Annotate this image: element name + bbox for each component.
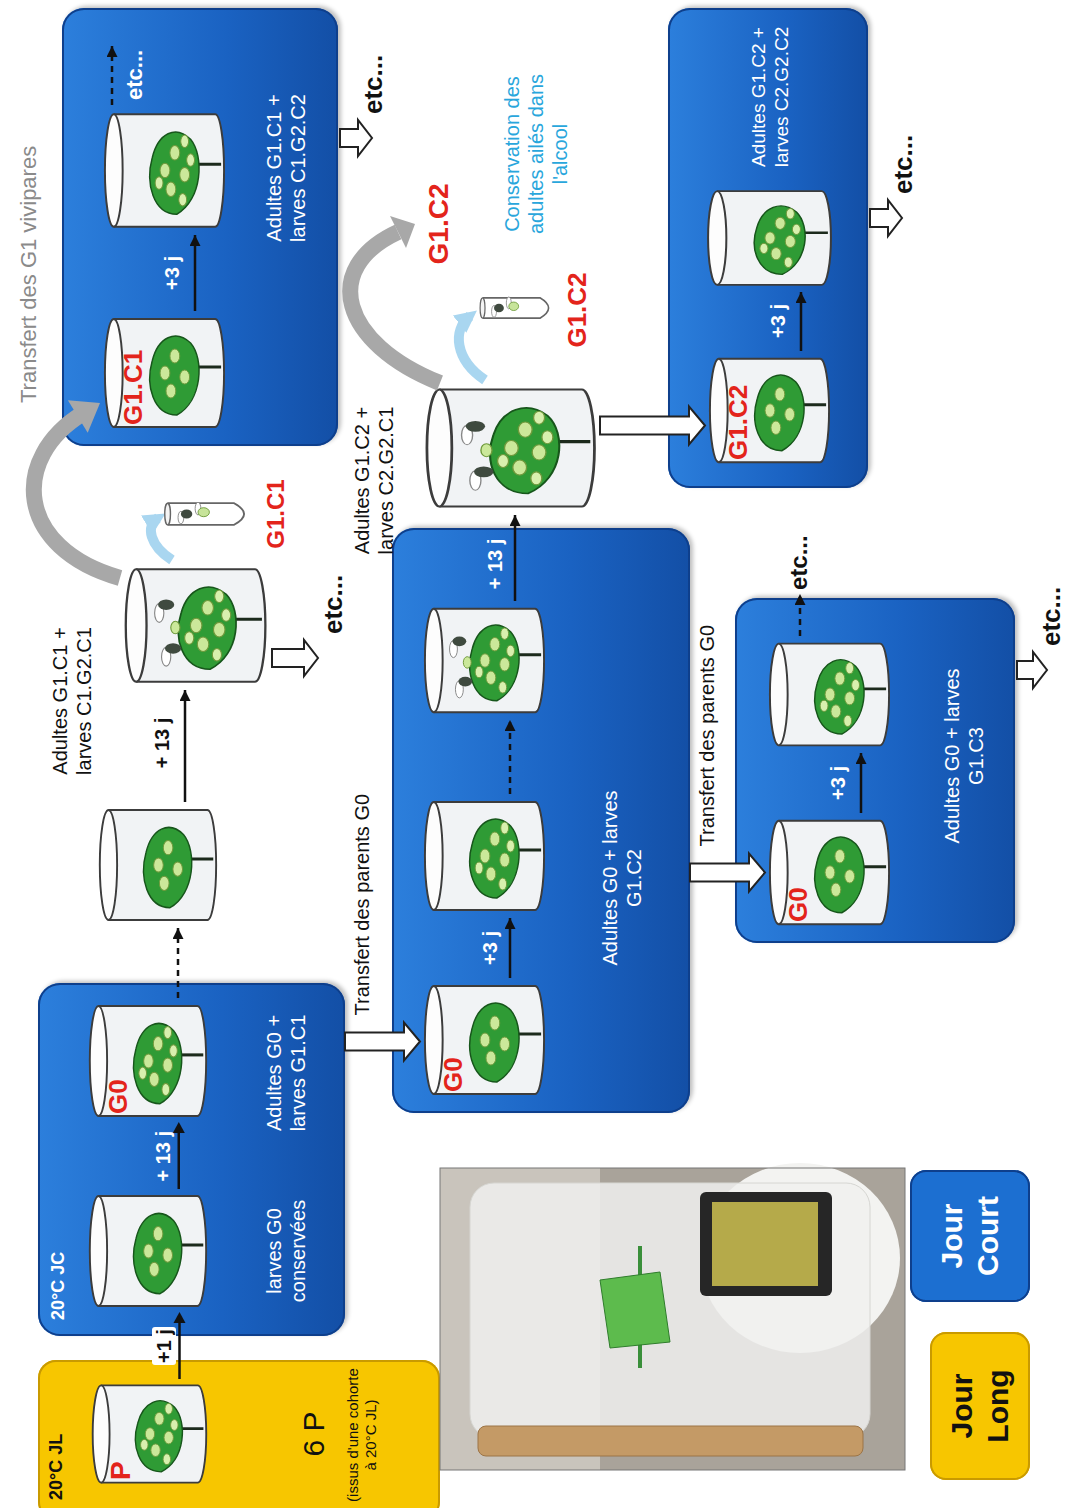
rearing-jar: Adultes G1.C1 + larves C1.G2.C1 [120, 563, 270, 688]
stage-caption: Adultes G0 + larves G1.C2 [598, 776, 646, 980]
sampling [151, 216, 549, 560]
arrow-head [68, 400, 100, 433]
generation-label: P [104, 1390, 138, 1480]
stage-caption: Adultes G1.C1 + larves C1.G2.C2 [262, 66, 310, 270]
box-title: 20°C JL [46, 1370, 68, 1500]
continuation-label: etc... [358, 24, 389, 114]
stage-caption: Adultes G1.C2 + larves C2.G2.C1 [350, 388, 398, 573]
duration-label: +3 j [478, 918, 502, 978]
stage-caption: Adultes G0 + larves G1.C1 [262, 988, 310, 1158]
duration-label: +3 j [826, 753, 850, 813]
continuation-label: etc... [888, 104, 919, 194]
edge-label: Transfert des parents G0 [695, 625, 719, 847]
stage-caption: larves G0 conservées [262, 1172, 310, 1330]
edge-label: Transfert des parents G0 [350, 794, 374, 1016]
edge-label: +1 j [152, 1327, 176, 1365]
arrow-head [345, 1023, 420, 1061]
rearing-jar: G0 [765, 815, 893, 930]
duration-label: +3 j [766, 291, 790, 351]
stage-caption: Adultes G1.C1 + larves C1.G2.C1 [48, 606, 96, 796]
arrow-head [690, 854, 765, 892]
rearing-jar: larves G0 conservées [85, 1190, 210, 1312]
generation-label: G1.C1 [118, 317, 149, 425]
generation-label: G0 [438, 992, 469, 1092]
step-arrows [112, 46, 861, 998]
connector [34, 400, 120, 578]
conservation-note: Conservation des adultes ailés dans l'al… [500, 56, 572, 252]
connector-line [178, 1322, 181, 1379]
transfer-arrow [34, 413, 120, 578]
edge-label: + 13 j [151, 1131, 175, 1182]
connector [345, 1023, 420, 1061]
generation-label: G0 [103, 1014, 134, 1114]
jar-drawing [420, 383, 600, 513]
condition-box: 20°C JClarves G0 conservéesG0Adultes G0 … [38, 983, 345, 1336]
connector [174, 1312, 186, 1379]
arrow-head [174, 1312, 186, 1323]
rearing-jar: G0Adultes G0 + larves G1.C1 [85, 1000, 210, 1122]
transfer-note: Transfert des G1 vivipares [16, 13, 42, 403]
legend-label: Jour Court [934, 1182, 1006, 1290]
legend-swatch [910, 1170, 1030, 1302]
rearing-jar: G1.C2 [705, 353, 833, 468]
box-title: 20°C JC [48, 1170, 70, 1320]
generation-label: G1.C2 [723, 356, 754, 460]
count-label: 6 P [296, 1380, 332, 1488]
condition-box: 20°C JLP6 P(issus d'une cohorte à 20°C J… [38, 1360, 440, 1508]
continuation-arrows [272, 120, 1047, 688]
sample-label: G1.C2 [422, 178, 456, 270]
rearing-jar: P6 P(issus d'une cohorte à 20°C JL) [88, 1380, 210, 1488]
connector [690, 854, 765, 892]
legend-label: Jour Long [944, 1344, 1016, 1468]
stage-caption: Adultes G0 + larves G1.C3 [940, 654, 988, 858]
connector [173, 1122, 185, 1189]
rearing-jar: G0 [420, 980, 548, 1100]
sample-label: G1.C2 [562, 262, 593, 358]
sample-label: G1.C1 [262, 468, 291, 560]
jar-drawing [85, 1190, 210, 1312]
continuation-label: etc... [785, 510, 814, 590]
continuation-label: etc... [122, 15, 148, 100]
duration-label: + 13 j [150, 703, 174, 783]
connector [600, 407, 705, 445]
photo [440, 1163, 905, 1470]
duration-label: + 13 j [483, 530, 507, 598]
continuation-label: etc... [318, 544, 349, 634]
continuation-label: etc... [1036, 556, 1067, 646]
origin-note: (issus d'une cohorte à 20°C JL) [344, 1362, 380, 1508]
arrow-head [173, 1122, 185, 1133]
connector-line [178, 1132, 181, 1189]
empty-jars [100, 114, 889, 920]
rearing-jar: Adultes G1.C2 + larves C2.G2.C1 [420, 383, 600, 513]
rearing-jar: G1.C1 [100, 313, 228, 433]
jar-drawing [120, 563, 270, 688]
arrow-head [600, 407, 705, 445]
generation-label: G0 [783, 822, 814, 922]
stage-caption: Adultes G1.C2 + larves C2.G2.C2 [748, 12, 794, 182]
duration-label: +3 j [160, 237, 184, 309]
